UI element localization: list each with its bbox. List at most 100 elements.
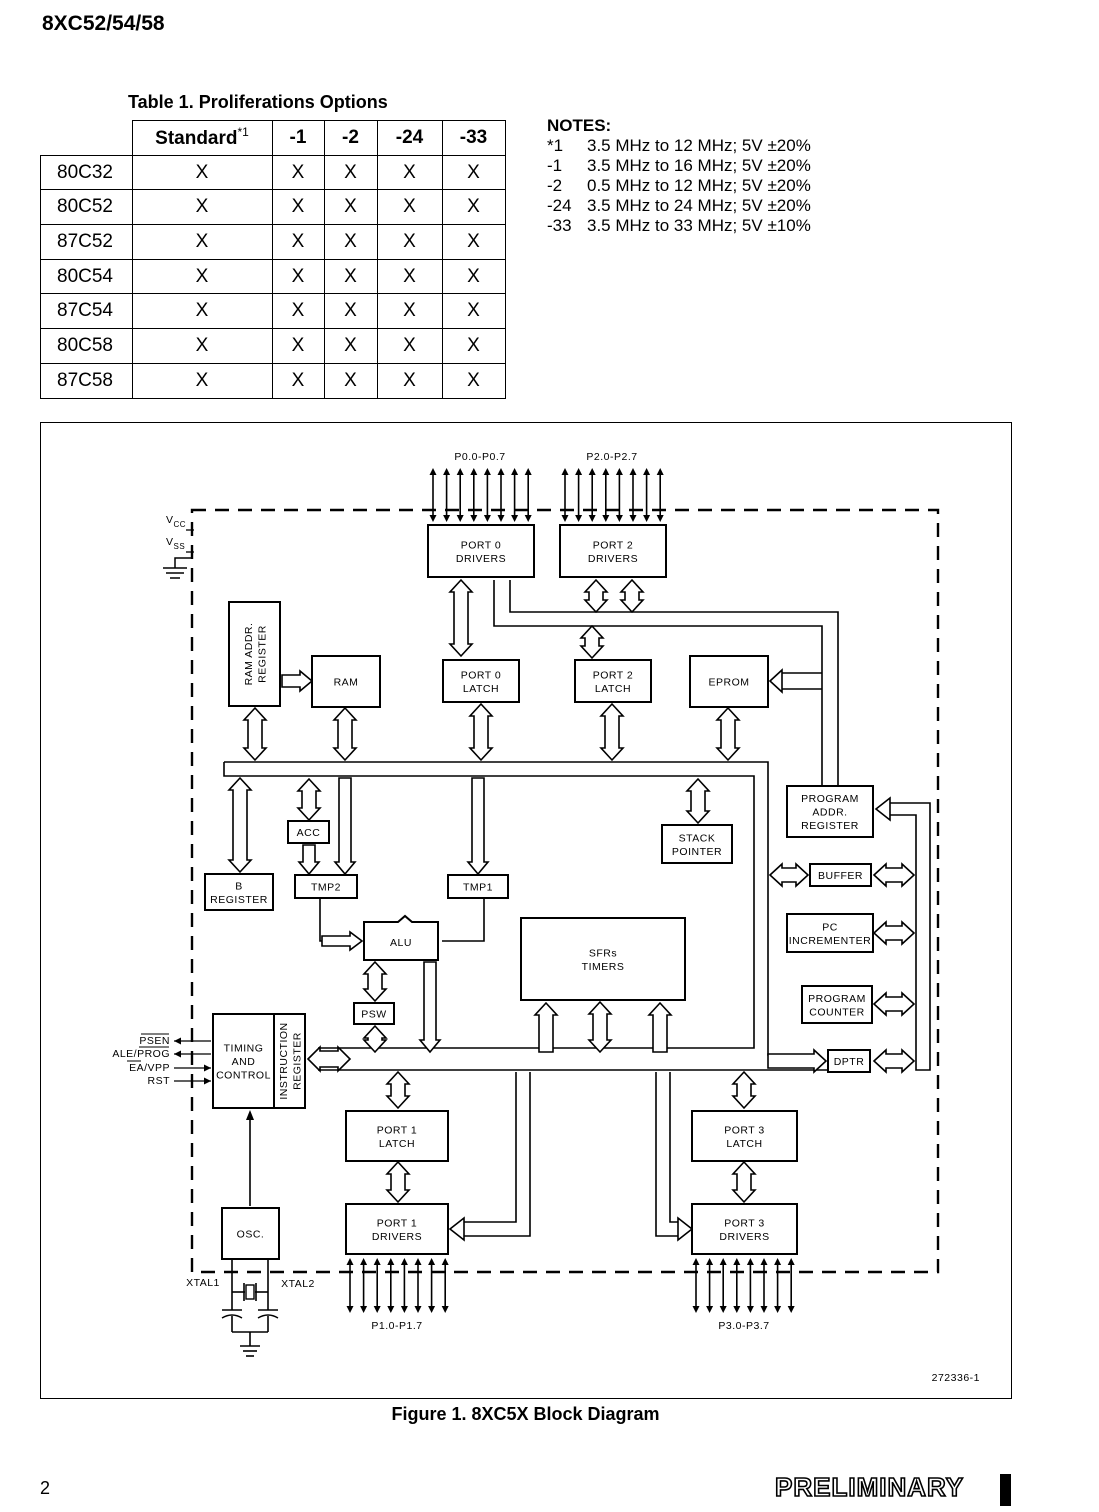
column-header-standard: Standard*1 [131,120,273,156]
port1-drivers-label: PORT 1 [377,1217,418,1229]
bidirectional-bus-arrow [731,1070,757,1110]
bidirectional-bus-arrow [242,706,268,762]
bus-arrow [321,930,364,952]
bidirectional-bus-arrow [332,706,358,762]
pin-arrowhead [524,515,532,522]
pin-arrowhead [746,1306,754,1313]
pin-arrowhead [615,515,623,522]
option-cell: X [271,189,325,226]
ground-symbol [163,557,192,579]
port3-drivers-label: PORT 3 [724,1217,765,1229]
stack-pointer-label: POINTER [672,846,722,858]
option-cell: X [131,154,273,191]
column-header-33: -33 [441,120,506,156]
pin-arrowhead [483,515,491,522]
option-cell: X [271,362,325,399]
pin-arrowhead [692,1306,700,1313]
timing-control-label: AND [232,1056,256,1068]
port0-bus-label: P0.0-P0.7 [454,451,505,463]
pin-arrowhead [760,1306,768,1313]
port0-latch-label: PORT 0 [461,669,502,681]
pin-arrowhead [656,515,664,522]
note-text: 3.5 MHz to 24 MHz; 5V ±20% [587,196,811,215]
ram-block [311,655,381,708]
pin-arrowhead [629,515,637,522]
option-cell: X [376,293,443,330]
timing-control-label: CONTROL [216,1070,271,1082]
device-cell: 80C54 [40,258,133,295]
port2-latch-block [574,659,652,703]
bidirectional-bus-arrow [468,702,494,762]
program-addr-register-label: REGISTER [801,820,859,832]
figure-caption: Figure 1. 8XC5X Block Diagram [391,1404,660,1424]
pc-incrementer-block [786,913,874,953]
bidirectional-bus-arrow [685,777,711,825]
option-cell: X [271,154,325,191]
option-cell: X [441,224,506,260]
psw-block [353,1002,395,1025]
port3-bus-label: P3.0-P3.7 [718,1320,769,1332]
port3-latch-block [691,1110,798,1162]
pin-arrowhead [360,1306,368,1313]
pin-arrowhead [733,1258,741,1265]
pin-arrowhead [511,468,519,475]
note-key: -33 [547,216,572,235]
sfrs-timers-label: TIMERS [582,961,625,973]
bidirectional-bus-arrow [599,702,625,762]
port3-latch-label: LATCH [726,1138,762,1150]
pin-arrowhead [414,1306,422,1313]
pin-arrowhead [441,1306,449,1313]
table-header-row: Standard*1 -1 -2 -24 -33 [40,120,506,156]
bidirectional-bus-arrow [579,624,605,660]
option-cell: X [131,189,273,226]
alu-input-path [442,899,485,942]
control-signal-arrow [204,1064,211,1072]
pin-arrowhead [643,468,651,475]
port2-drivers-label: DRIVERS [588,553,638,565]
port3-driver-path [669,1072,680,1223]
pin-arrowhead [787,1258,795,1265]
pin-arrowhead [524,468,532,475]
bidirectional-bus-arrow [872,1048,916,1074]
pin-arrowhead [575,468,583,475]
instruction-register-label: INSTRUCTION [278,1022,290,1099]
bidirectional-bus-arrow [385,1070,411,1110]
option-cell: X [131,328,273,364]
figure-frame [40,422,1012,1399]
bus-arrow [418,961,442,1054]
stack-pointer-block [661,824,733,864]
bus-arrow [281,669,314,693]
option-cell: X [441,189,506,226]
b-register-label: B [235,880,243,892]
osc-block [221,1207,280,1260]
pin-arrowhead [387,1258,395,1265]
bidirectional-bus-arrow [872,991,916,1017]
pin-arrowhead [497,468,505,475]
control-signal-arrow [174,1037,181,1045]
option-cell: X [441,362,506,399]
program-counter-block [801,985,873,1024]
option-cell: X [131,293,273,330]
pin-arrowhead [428,1258,436,1265]
osc-arrowhead [246,1110,254,1120]
capacitor-plate [257,1314,279,1319]
port0-drivers-label: DRIVERS [456,553,506,565]
pin-arrowhead [561,515,569,522]
dptr-label: DPTR [834,1056,865,1068]
b-register-block [204,873,274,911]
pin-arrowhead [483,468,491,475]
pin-arrowhead [706,1306,714,1313]
pin-arrowhead [346,1258,354,1265]
bus-arrow [647,1001,673,1053]
option-cell: X [323,293,378,330]
device-cell: 80C52 [40,189,133,226]
alu-label: ALU [390,937,412,949]
